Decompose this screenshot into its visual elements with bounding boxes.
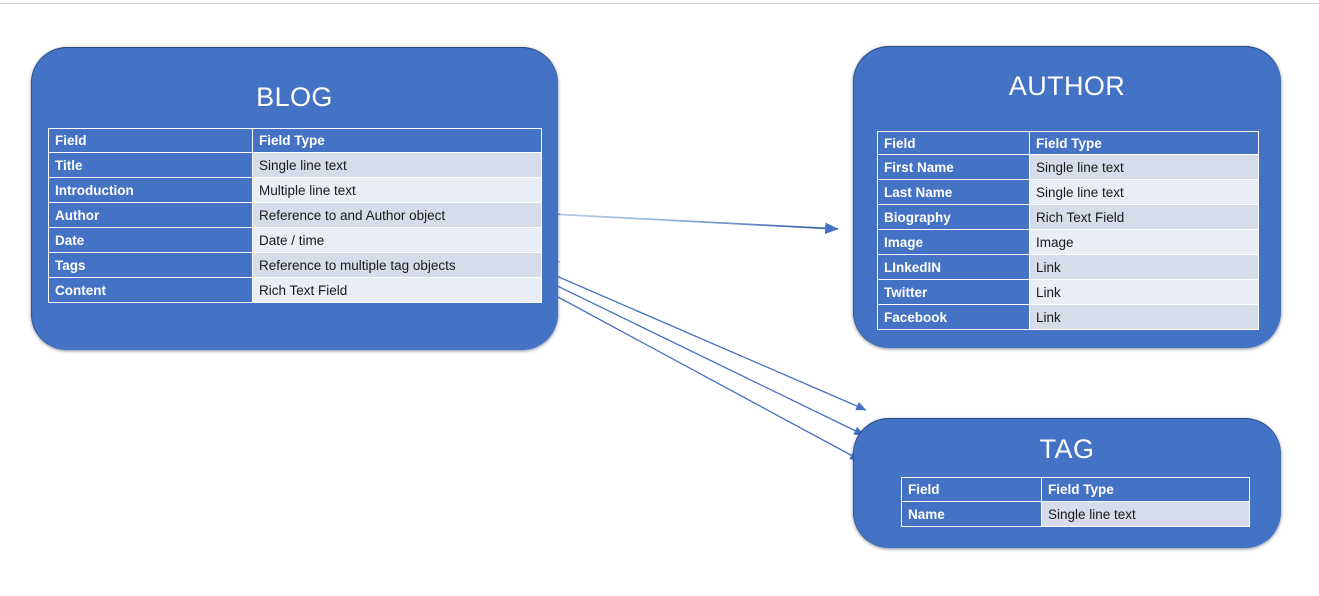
row-field-type: Rich Text Field: [252, 277, 542, 303]
row-field-name: Facebook: [877, 304, 1030, 330]
table-row[interactable]: Tags Reference to multiple tag objects: [48, 252, 542, 278]
entity-tag-table: Field Field Type Name Single line text: [901, 477, 1250, 527]
entity-author-title: AUTHOR: [1008, 71, 1126, 101]
connector-blog-tag-1: [507, 254, 867, 411]
table-row[interactable]: Facebook Link: [877, 304, 1259, 330]
table-row[interactable]: Date Date / time: [48, 227, 542, 253]
row-field-type: Single line text: [252, 152, 542, 178]
entity-tag-title: TAG: [1039, 434, 1095, 464]
table-header-row: Field Field Type: [901, 477, 1250, 502]
row-field-name: Last Name: [877, 179, 1030, 205]
column-header-field: Field: [877, 131, 1030, 155]
row-field-type: Link: [1029, 254, 1259, 280]
table-row[interactable]: Content Rich Text Field: [48, 277, 542, 303]
column-header-field: Field: [901, 477, 1042, 502]
entity-blog-title: BLOG: [256, 82, 333, 112]
entity-author[interactable]: AUTHOR Field Field Type First Name Singl…: [853, 46, 1281, 348]
row-field-name: Content: [48, 277, 253, 303]
table-row[interactable]: LInkedIN Link: [877, 254, 1259, 280]
table-row[interactable]: Image Image: [877, 229, 1259, 255]
entity-author-table: Field Field Type First Name Single line …: [877, 131, 1259, 330]
entity-blog[interactable]: BLOG Field Field Type Title Single line …: [31, 47, 558, 350]
table-row[interactable]: Author Reference to and Author object: [48, 202, 542, 228]
column-header-field: Field: [48, 128, 253, 153]
row-field-type: Rich Text Field: [1029, 204, 1259, 230]
row-field-name: Name: [901, 501, 1042, 527]
row-field-type: Link: [1029, 304, 1259, 330]
row-field-name: Twitter: [877, 279, 1030, 305]
entity-blog-table: Field Field Type Title Single line text …: [48, 128, 542, 303]
entity-tag[interactable]: TAG Field Field Type Name Single line te…: [853, 418, 1281, 548]
table-header-row: Field Field Type: [877, 131, 1259, 155]
table-row[interactable]: First Name Single line text: [877, 154, 1259, 180]
column-header-field-type: Field Type: [1041, 477, 1250, 502]
table-row[interactable]: Last Name Single line text: [877, 179, 1259, 205]
table-row[interactable]: Twitter Link: [877, 279, 1259, 305]
row-field-name: Date: [48, 227, 253, 253]
row-field-type: Date / time: [252, 227, 542, 253]
connector-blog-author: [511, 211, 839, 235]
top-divider: [0, 3, 1319, 4]
table-row[interactable]: Name Single line text: [901, 501, 1250, 527]
row-field-type: Link: [1029, 279, 1259, 305]
table-row[interactable]: Biography Rich Text Field: [877, 204, 1259, 230]
row-field-type: Reference to multiple tag objects: [252, 252, 542, 278]
row-field-type: Reference to and Author object: [252, 202, 542, 228]
row-field-name: Introduction: [48, 177, 253, 203]
column-header-field-type: Field Type: [252, 128, 542, 153]
row-field-name: Biography: [877, 204, 1030, 230]
row-field-name: LInkedIN: [877, 254, 1030, 280]
row-field-type: Image: [1029, 229, 1259, 255]
row-field-type: Multiple line text: [252, 177, 542, 203]
row-field-name: Image: [877, 229, 1030, 255]
row-field-name: Title: [48, 152, 253, 178]
row-field-name: First Name: [877, 154, 1030, 180]
row-field-name: Tags: [48, 252, 253, 278]
row-field-type: Single line text: [1041, 501, 1250, 527]
row-field-name: Author: [48, 202, 253, 228]
table-header-row: Field Field Type: [48, 128, 542, 153]
row-field-type: Single line text: [1029, 179, 1259, 205]
table-row[interactable]: Title Single line text: [48, 152, 542, 178]
connector-blog-tag-3: [507, 269, 861, 461]
row-field-type: Single line text: [1029, 154, 1259, 180]
table-row[interactable]: Introduction Multiple line text: [48, 177, 542, 203]
connector-blog-tag-2: [507, 261, 865, 436]
column-header-field-type: Field Type: [1029, 131, 1259, 155]
